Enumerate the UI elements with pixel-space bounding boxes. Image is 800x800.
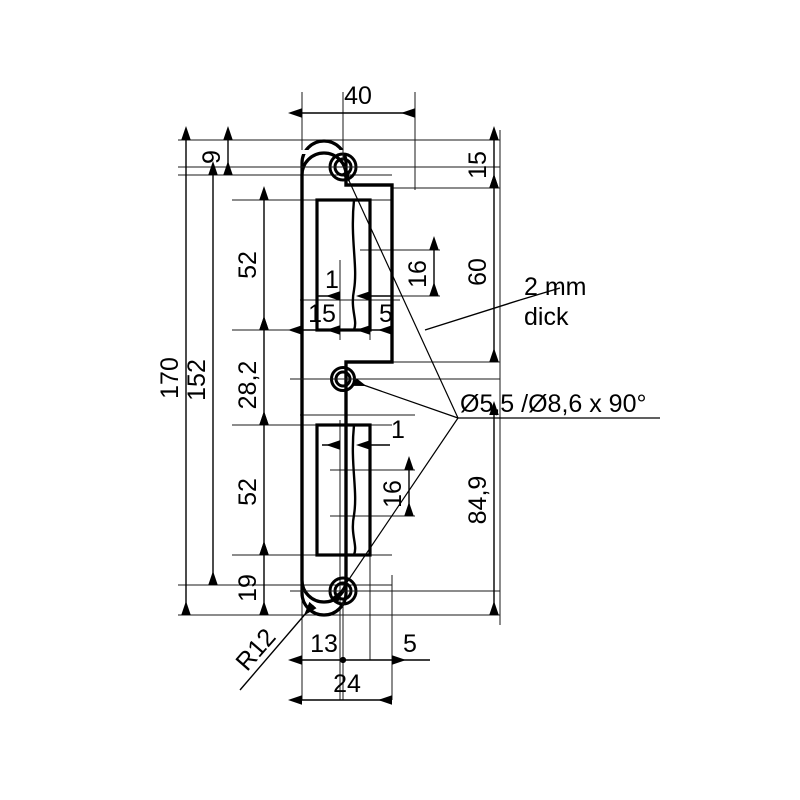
dim-19: 19 [234,541,269,615]
dim-slot-1-upper: 1 [318,266,392,301]
dim-40-label: 40 [344,82,372,110]
dim-lower-16-label: 16 [379,480,407,508]
slot-upper [315,198,372,332]
dim-upper-52-label: 52 [234,251,262,279]
dim-9-label: 9 [198,150,226,164]
leader-hole-spec [331,170,660,603]
dim-right-15: 15 [464,126,499,188]
dim-24-label: 24 [333,670,361,698]
dim-right-60: 60 [464,174,499,362]
dim-5-bottom-label: 5 [403,630,417,658]
dim-19-label: 19 [234,574,262,602]
dim-slot-1-lower: 1 [322,416,405,450]
dim-upper-16-label: 16 [404,260,432,288]
dim-bottom-24: 24 [288,670,392,705]
note-thickness-line1: 2 mm [524,273,587,301]
dim-lower-52-label: 52 [234,478,262,506]
dim-height-170: 170 [156,126,191,615]
dim-bottom-5: 5 [339,630,430,665]
dim-152-label: 152 [183,359,211,401]
dim-top-9: 9 [198,126,233,175]
dim-1-lower-label: 1 [391,416,405,444]
slot-break-lines [351,199,357,556]
dim-15-label: 15 [464,151,492,179]
dim-84-9-label: 84,9 [464,476,492,525]
dim-5-slot-label: 5 [379,300,393,328]
dim-170-label: 170 [156,357,184,399]
dim-height-152: 152 [183,161,218,585]
dim-1-upper-label: 1 [325,266,339,294]
dim-28-2: 28,2 [234,316,269,425]
dim-width-40: 40 [288,82,415,118]
dim-lower-52: 52 [234,411,269,555]
dim-lower-16: 16 [379,456,414,516]
leader-thickness [424,287,561,331]
dim-28-2-label: 28,2 [234,361,262,410]
dim-13-label: 13 [310,630,338,658]
dim-slot-15: 15 [288,300,340,335]
part-outline-arcs [300,151,394,604]
dim-upper-16: 16 [404,236,439,296]
dim-15-slot-label: 15 [308,300,336,328]
dim-slot-5: 5 [356,300,393,335]
note-hole-spec: Ø5,5 /Ø8,6 x 90° [460,390,647,418]
note-thickness-line2: dick [524,303,569,331]
slot-lower [315,423,372,557]
dim-60-label: 60 [464,258,492,286]
dim-right-84-9: 84,9 [464,401,499,615]
dim-upper-52: 52 [234,186,269,330]
dim-bottom-13: 13 [288,630,347,665]
